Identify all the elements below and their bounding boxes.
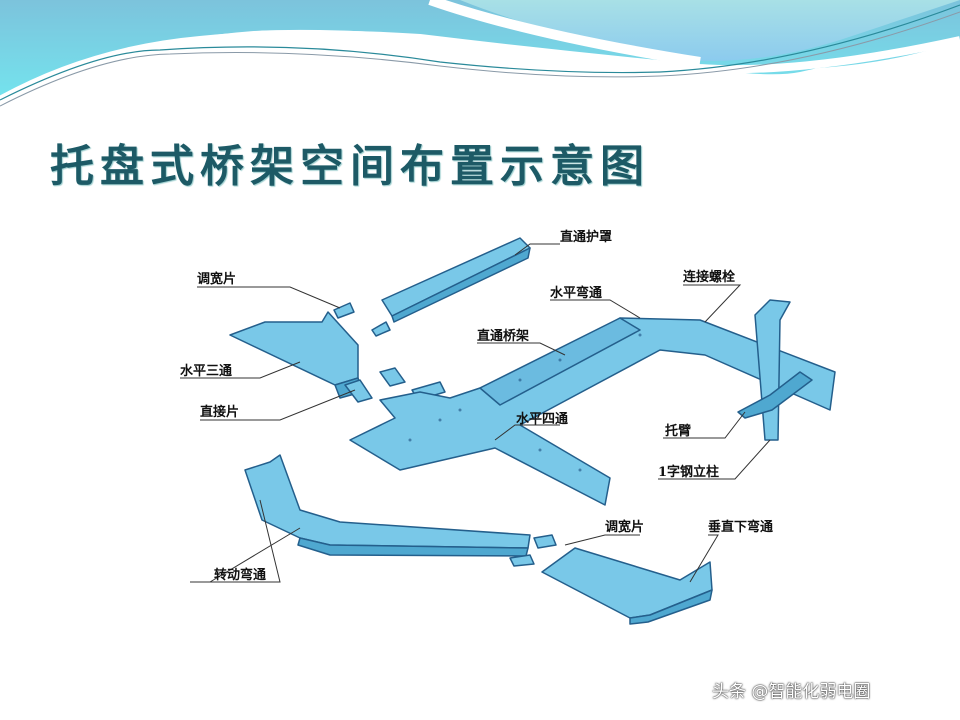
width-adjuster-part — [333, 302, 355, 319]
label-rotating-bend: 转动弯通 — [214, 568, 267, 583]
bracket-arm-part — [737, 371, 813, 419]
leader-line — [494, 424, 560, 441]
label-width-adjuster-top: 调宽片 — [197, 272, 237, 287]
leader-line — [550, 299, 641, 319]
label-horizontal-cross: 水平四通 — [516, 412, 569, 427]
horizontal-tee-part — [229, 311, 359, 386]
vertical-down-bend-side — [629, 589, 713, 625]
leader-line — [683, 284, 742, 323]
label-width-adjuster-bottom: 调宽片 — [605, 520, 645, 535]
label-horizontal-tee: 水平三通 — [180, 364, 233, 379]
label-horizontal-bend: 水平弯通 — [550, 286, 603, 301]
width-adjuster-part — [509, 554, 535, 567]
leader-line — [658, 439, 771, 480]
leader-line — [190, 499, 281, 583]
leader-line — [663, 411, 746, 439]
leader-line — [514, 243, 560, 256]
straight-cover-side — [391, 247, 531, 323]
label-straight-cover: 直通护罩 — [560, 230, 613, 245]
label-vertical-down-bend: 垂直下弯通 — [708, 520, 774, 535]
straight-connector-part — [344, 379, 373, 403]
straight-connector-part — [379, 367, 406, 387]
label-connecting-bolt: 连接螺栓 — [683, 270, 736, 285]
slide-title: 托盘式桥架空间布置示意图 — [50, 141, 650, 192]
label-bracket-arm: 托臂 — [665, 424, 692, 439]
label-straight-tray: 直通桥架 — [477, 329, 530, 344]
tray-perforation-dots — [408, 333, 642, 472]
label-straight-connector: 直接片 — [200, 405, 240, 420]
leader-line — [180, 361, 301, 379]
leader-line — [477, 342, 566, 356]
leader-line — [689, 534, 719, 583]
rotating-bend-part — [244, 454, 531, 549]
leader-line — [197, 286, 341, 309]
leader-line — [564, 534, 640, 546]
width-adjuster-part — [533, 534, 557, 549]
straight-cover-part — [381, 237, 531, 317]
leader-line — [200, 389, 356, 421]
width-adjuster-part — [371, 321, 391, 337]
leader-line — [209, 527, 301, 583]
watermark: 头条 @智能化弱电圈 — [712, 682, 871, 702]
label-i-beam-column: 1字钢立柱 — [658, 465, 720, 480]
